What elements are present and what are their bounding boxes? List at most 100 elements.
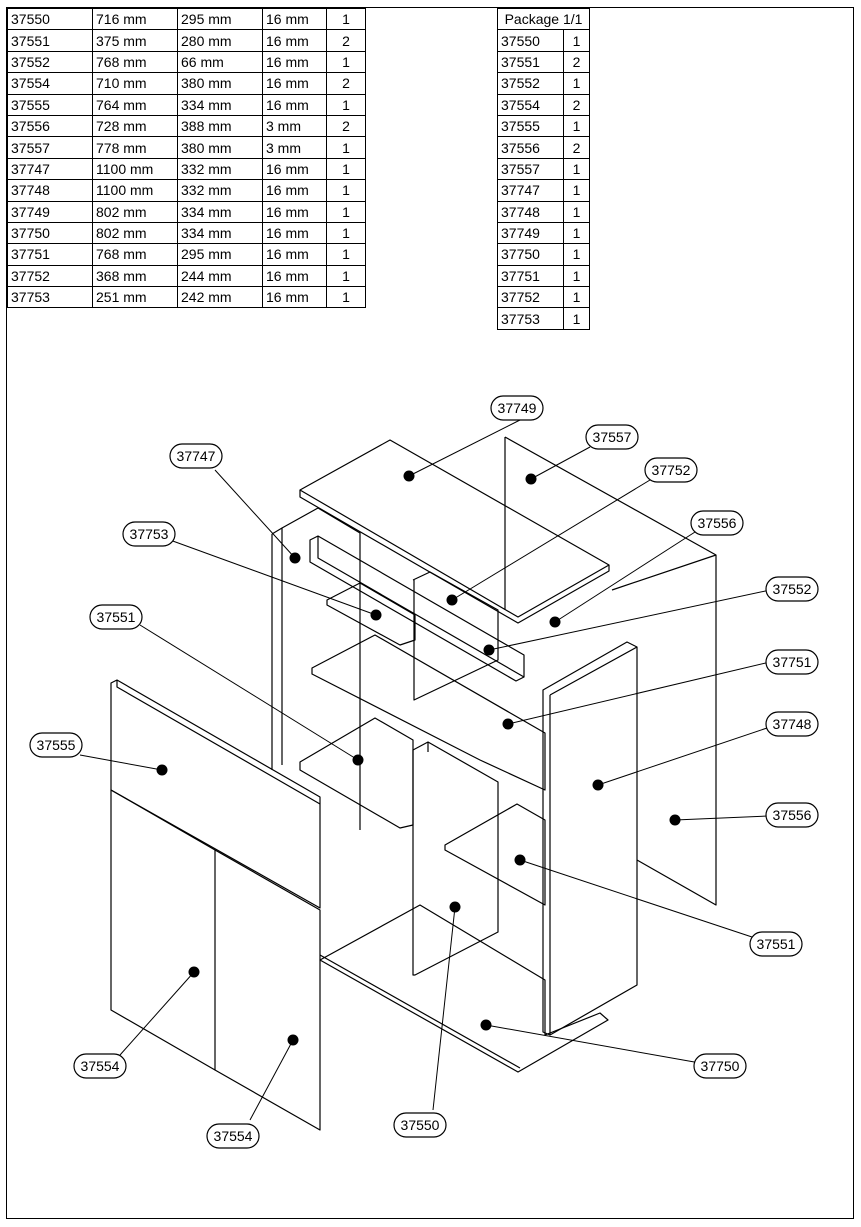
svg-text:37748: 37748 [773, 716, 812, 732]
dot-37551-left [352, 754, 364, 766]
leader-37750 [485, 1024, 701, 1064]
leader-37753 [169, 539, 377, 616]
right-side-37748 [542, 641, 638, 1036]
svg-text:37751: 37751 [773, 654, 812, 670]
back-panel-37556-top [611, 554, 717, 591]
leader-37557 [530, 446, 591, 480]
svg-text:37551: 37551 [97, 609, 136, 625]
svg-text:37556: 37556 [698, 515, 737, 531]
leader-dots [156, 470, 681, 1046]
dot-37552 [483, 644, 495, 656]
package-quantity-cell: 1 [563, 179, 590, 202]
dot-37554-bottom [287, 1034, 299, 1046]
length-cell: 802 mm [92, 221, 178, 245]
callout-37556-right: 37556 [765, 802, 819, 828]
drawer-front-37555-top [116, 680, 321, 805]
svg-text:37556: 37556 [773, 807, 812, 823]
part-number-cell: 37747 [7, 157, 93, 181]
drawer-front-37555 [110, 679, 321, 909]
leader-37550 [432, 906, 456, 1111]
thickness-cell: 16 mm [262, 221, 327, 245]
svg-text:37550: 37550 [401, 1117, 440, 1133]
length-cell: 716 mm [92, 7, 178, 31]
dot-37555 [156, 764, 168, 776]
divider-37550 [412, 741, 499, 976]
shelf-37551-right [444, 803, 546, 906]
leader-37752-top [451, 479, 651, 601]
quantity-cell: 1 [326, 286, 366, 309]
bottom-panel-37750-edge [319, 954, 521, 1069]
dot-37556-right [669, 814, 681, 826]
leader-37749 [408, 419, 521, 477]
divider-37552 [412, 571, 499, 701]
package-part-number-cell: 37753 [497, 307, 564, 330]
left-side-37747-edge [271, 527, 283, 765]
dot-37750 [480, 1019, 492, 1031]
svg-text:37752: 37752 [652, 462, 691, 478]
leader-37551-left [139, 624, 359, 761]
dot-37753 [370, 609, 382, 621]
thickness-cell: 3 mm [262, 114, 327, 138]
part-number-cell: 37749 [7, 200, 93, 223]
svg-text:37557: 37557 [593, 429, 632, 445]
width-cell: 334 mm [177, 93, 263, 116]
callout-37557: 37557 [585, 424, 639, 450]
package-part-number-cell: 37555 [497, 114, 564, 138]
package-quantity-cell: 2 [563, 50, 590, 74]
callout-37748: 37748 [765, 711, 819, 737]
length-cell: 768 mm [92, 243, 178, 266]
dot-37751 [502, 718, 514, 730]
callout-37554-bottom: 37554 [206, 1123, 260, 1149]
back-panel-37557 [504, 436, 717, 906]
callout-labels: 37749 37557 37752 37747 37556 37753 3755… [29, 395, 819, 1149]
svg-text:37749: 37749 [498, 400, 537, 416]
callout-37751: 37751 [765, 649, 819, 675]
package-part-number-cell: 37747 [497, 179, 564, 202]
length-cell: 1100 mm [92, 179, 178, 202]
furniture-outlines [110, 436, 717, 1131]
svg-text:37554: 37554 [81, 1058, 120, 1074]
callout-37753: 37753 [122, 521, 176, 547]
length-cell: 251 mm [92, 286, 178, 309]
door-37554-left [110, 789, 216, 1071]
dot-37747 [289, 552, 301, 564]
page-frame [6, 7, 854, 1219]
dot-37748 [592, 779, 604, 791]
package-header: Package 1/1 [497, 7, 590, 31]
leader-lines [79, 419, 771, 1121]
leader-37556-right [674, 815, 769, 821]
svg-text:37551: 37551 [757, 936, 796, 952]
leader-37554-left [119, 971, 195, 1056]
part-number-cell: 37752 [7, 264, 93, 288]
callout-37552: 37552 [765, 576, 819, 602]
svg-text:37555: 37555 [37, 737, 76, 753]
callout-37551-left: 37551 [89, 604, 143, 630]
svg-text:37552: 37552 [773, 581, 812, 597]
svg-text:37747: 37747 [177, 448, 216, 464]
leader-37554-bottom [249, 1039, 294, 1121]
left-side-37747-top [281, 507, 361, 830]
dot-37556-top [549, 616, 561, 628]
part-number-cell: 37753 [7, 286, 93, 309]
callout-37555: 37555 [29, 732, 83, 758]
shelf-37751 [311, 634, 546, 791]
dot-37749 [403, 470, 415, 482]
svg-text:37554: 37554 [214, 1128, 253, 1144]
callout-37556-top: 37556 [690, 510, 744, 536]
dot-37752 [446, 594, 458, 606]
callout-37750: 37750 [693, 1053, 747, 1079]
package-part-number-cell: 37550 [497, 29, 564, 52]
